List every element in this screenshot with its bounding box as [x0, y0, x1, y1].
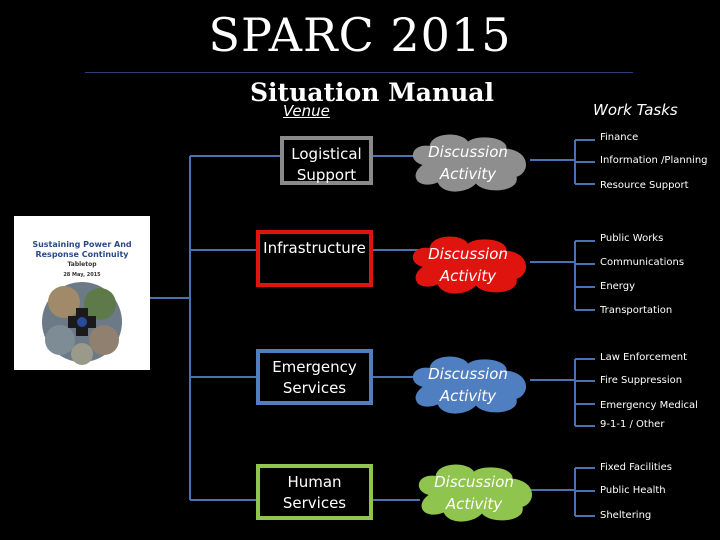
discussion-activity-cloud-1	[413, 134, 526, 192]
task-public-health: Public Health	[600, 485, 666, 496]
venue-label: Logistical Support	[291, 145, 362, 184]
activity-label-3: Discussion Activity	[428, 365, 508, 405]
cover-date-text: 28 May, 2015	[63, 272, 101, 278]
venue-box-human-services: Human Services	[256, 464, 373, 520]
discussion-activity-cloud-4	[419, 464, 532, 522]
activity-label-4: Discussion Activity	[434, 473, 514, 513]
venue-label: Infrastructure	[263, 239, 366, 257]
venue-box-infrastructure: Infrastructure	[256, 230, 373, 287]
work-tasks-column-label: Work Tasks	[593, 101, 678, 119]
task-sheltering: Sheltering	[600, 510, 652, 521]
activity-label-2: Discussion Activity	[428, 245, 508, 285]
task-fire-suppression: Fire Suppression	[600, 375, 683, 386]
venue-label: Human Services	[282, 473, 347, 512]
venue-label: Emergency Services	[272, 358, 357, 397]
activity-label-1: Discussion Activity	[428, 143, 508, 183]
task-public-works: Public Works	[600, 233, 664, 244]
venue-box-emergency-services: Emergency Services	[256, 349, 373, 405]
manual-cover-image: Sustaining Power And Response Continuity…	[14, 216, 150, 370]
cover-title-text: Sustaining Power And Response Continuity	[32, 240, 132, 259]
venue-box-logistical-support: Logistical Support	[280, 136, 373, 185]
cover-subtitle-text: Tabletop	[67, 261, 97, 268]
task-911-other: 9-1-1 / Other	[600, 419, 665, 430]
task-resource-support: Resource Support	[600, 180, 689, 191]
page-title: SPARC 2015	[208, 8, 512, 62]
task-information-planning: Information /Planning	[600, 155, 708, 166]
task-law-enforcement: Law Enforcement	[600, 352, 688, 363]
task-communications: Communications	[600, 257, 685, 268]
task-emergency-medical: Emergency Medical	[600, 400, 698, 411]
discussion-activity-cloud-3	[413, 356, 526, 414]
title-divider	[85, 72, 633, 73]
discussion-activity-cloud-2	[413, 236, 526, 294]
cover-photo-collage	[42, 282, 122, 365]
task-finance: Finance	[600, 132, 639, 143]
page-subtitle: Situation Manual	[250, 78, 494, 107]
venue-column-label: Venue	[283, 102, 330, 120]
task-energy: Energy	[600, 281, 636, 292]
task-fixed-facilities: Fixed Facilities	[600, 462, 672, 473]
task-transportation: Transportation	[600, 305, 673, 316]
